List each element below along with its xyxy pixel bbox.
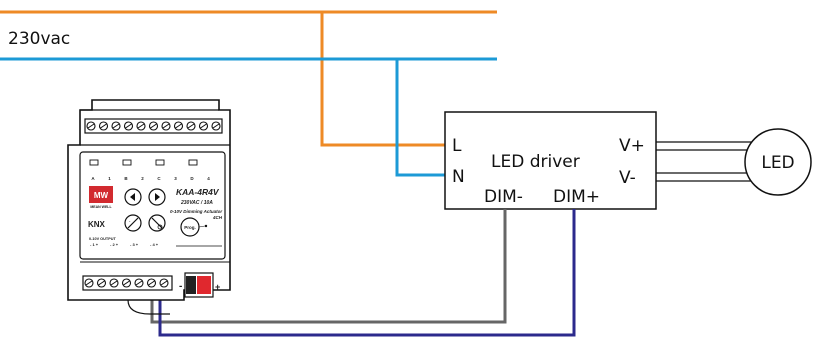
knx-bus-connector: - + <box>179 272 220 298</box>
dimming-actuator: A 1 B 2 C 3 D 4 MW MEAN WELL KAA-4R4V 230VAC / … <box>67 99 231 315</box>
channel-letter: 1 <box>108 176 111 181</box>
dim-dial-button-2[interactable] <box>148 214 166 232</box>
dim-minus-wire <box>150 209 507 324</box>
bottom-terminal-block <box>82 275 173 291</box>
terminal-screw <box>173 121 184 131</box>
bus-minus-label: - <box>179 281 182 292</box>
supply-label: 230vac <box>8 29 70 49</box>
dim-dial-button-1[interactable]: - <box>124 214 142 232</box>
terminal-screw <box>96 278 107 288</box>
terminal-screw <box>161 121 171 131</box>
channel-led <box>188 159 198 166</box>
channel-letter: D <box>190 176 194 181</box>
driver-terminal-l: L <box>452 136 462 156</box>
right-arrow-button[interactable] <box>148 188 166 206</box>
model-text: KAA-4R4V <box>176 187 220 197</box>
driver-terminal-dim-plus: DIM+ <box>553 187 600 207</box>
terminal-screw <box>159 278 169 288</box>
terminal-screw <box>86 121 96 131</box>
prog-button[interactable]: Prog. <box>180 217 208 237</box>
channel-letter: 2 <box>141 176 144 181</box>
terminal-screw <box>123 121 134 131</box>
brand-sub-text: MEAN WELL <box>90 205 112 209</box>
channel-letter: 3 <box>174 176 177 181</box>
terminal-screw <box>84 278 94 288</box>
description-line1: 0-10V Dimming Actuator <box>170 209 222 214</box>
top-terminal-block <box>84 118 223 134</box>
terminal-screw <box>111 121 121 131</box>
driver-terminal-v-minus: V- <box>619 168 636 188</box>
channel-letter: A <box>91 176 95 181</box>
output-channel-label: - 2 + <box>110 242 119 247</box>
driver-terminal-v-plus: V+ <box>619 136 645 156</box>
channel-letter: 4 <box>207 176 210 181</box>
channel-led <box>155 159 165 166</box>
terminal-screw <box>134 278 144 288</box>
driver-title: LED driver <box>491 152 580 172</box>
terminal-screw <box>186 121 196 131</box>
driver-terminal-dim-minus: DIM- <box>484 187 523 207</box>
terminal-screw <box>121 278 132 288</box>
driver-terminal-n: N <box>452 167 465 187</box>
terminal-screw <box>98 121 109 131</box>
output-channel-label: - 1 + <box>90 242 99 247</box>
led-driver: L N LED driver V+ V- DIM- DIM+ <box>444 111 657 210</box>
terminal-screw <box>198 121 209 131</box>
rating-text: 230VAC / 10A <box>180 200 213 206</box>
output-channel-label: - 4 + <box>150 242 159 247</box>
brand-text: MW <box>94 191 109 200</box>
svg-text:-: - <box>129 218 131 223</box>
prog-label: Prog. <box>184 225 196 230</box>
led-load: LED <box>744 128 812 196</box>
channel-letter: B <box>124 176 128 181</box>
description-line2: 4CH <box>212 215 223 220</box>
terminal-screw <box>146 278 157 288</box>
terminal-screw <box>211 121 221 131</box>
neutral-wire <box>0 57 497 177</box>
terminal-screw <box>148 121 159 131</box>
led-output-wires <box>656 141 755 182</box>
channel-letter: C <box>157 176 161 181</box>
led-label: LED <box>761 153 794 173</box>
output-channel-label: - 3 + <box>130 242 139 247</box>
channel-led <box>122 159 132 166</box>
output-channel-labels: - 1 + - 2 + - 3 + - 4 + <box>90 242 159 247</box>
terminal-screw <box>136 121 146 131</box>
terminal-screw <box>109 278 119 288</box>
left-arrow-button[interactable] <box>124 188 142 206</box>
knx-logo: KNX <box>88 220 106 229</box>
output-label: 0-10V OUTPUT <box>89 237 116 241</box>
channel-indicators: A 1 B 2 C 3 D 4 <box>89 159 210 181</box>
live-wire <box>0 10 497 147</box>
bus-plus-label: + <box>215 282 220 292</box>
channel-led <box>89 159 99 166</box>
meanwell-logo: MW MEAN WELL <box>89 186 113 209</box>
